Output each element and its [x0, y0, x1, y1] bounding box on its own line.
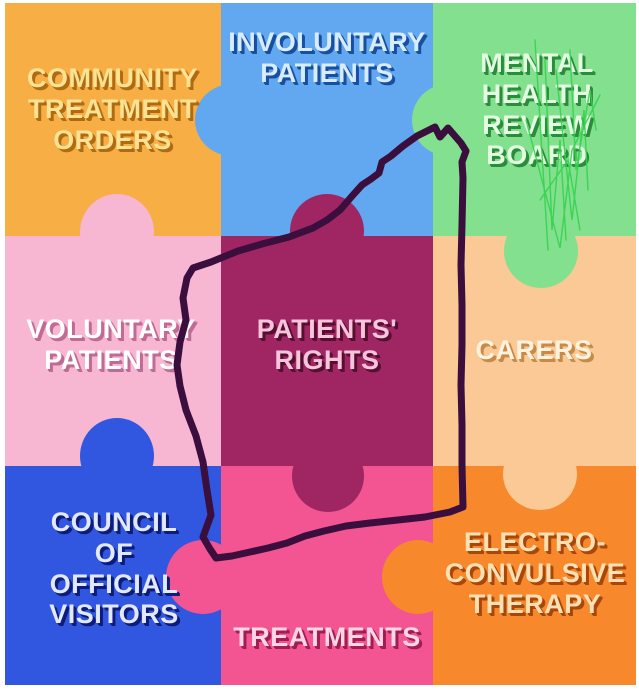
label-line: CONVULSIVE — [444, 557, 626, 588]
label-line: CARERS — [475, 335, 593, 365]
label-line: BOARD — [486, 140, 588, 171]
label-line: COMMUNITY — [27, 63, 198, 93]
label-line: ORDERS — [53, 124, 172, 155]
tab-patients-rights-into-treatments — [292, 440, 364, 512]
tab-patients-rights-into-involuntary — [290, 194, 364, 268]
label-line: TREATMENT — [28, 93, 197, 124]
label-line: REVIEW — [482, 109, 592, 140]
label-line: VISITORS — [49, 599, 179, 630]
label-line: TREATMENTS — [233, 622, 421, 652]
tab-council-into-voluntary — [80, 418, 154, 494]
label-line: OFFICIAL — [49, 568, 179, 599]
label-line: THERAPY — [468, 588, 602, 619]
label-line: MENTAL — [480, 48, 594, 78]
label-patients-rights: PATIENTS'RIGHTS — [228, 314, 426, 376]
label-line: HEALTH — [481, 78, 593, 109]
tab-carers-into-electro — [503, 438, 577, 510]
label-line: PATIENTS — [260, 57, 394, 88]
label-line: COUNCIL — [50, 507, 178, 537]
tab-mental-health-into-carers — [504, 214, 578, 288]
tab-voluntary-into-community — [80, 194, 154, 270]
label-carers: CARERS — [445, 335, 623, 366]
label-line: RIGHTS — [274, 344, 380, 375]
label-line: OF — [94, 537, 134, 568]
label-treatments: TREATMENTS — [228, 622, 426, 653]
label-line: VOLUNTARY — [26, 314, 196, 344]
label-line: INVOLUNTARY — [228, 27, 426, 57]
label-line: ELECTRO- — [464, 527, 606, 557]
label-line: PATIENTS — [44, 344, 178, 375]
label-line: PATIENTS' — [256, 314, 398, 344]
